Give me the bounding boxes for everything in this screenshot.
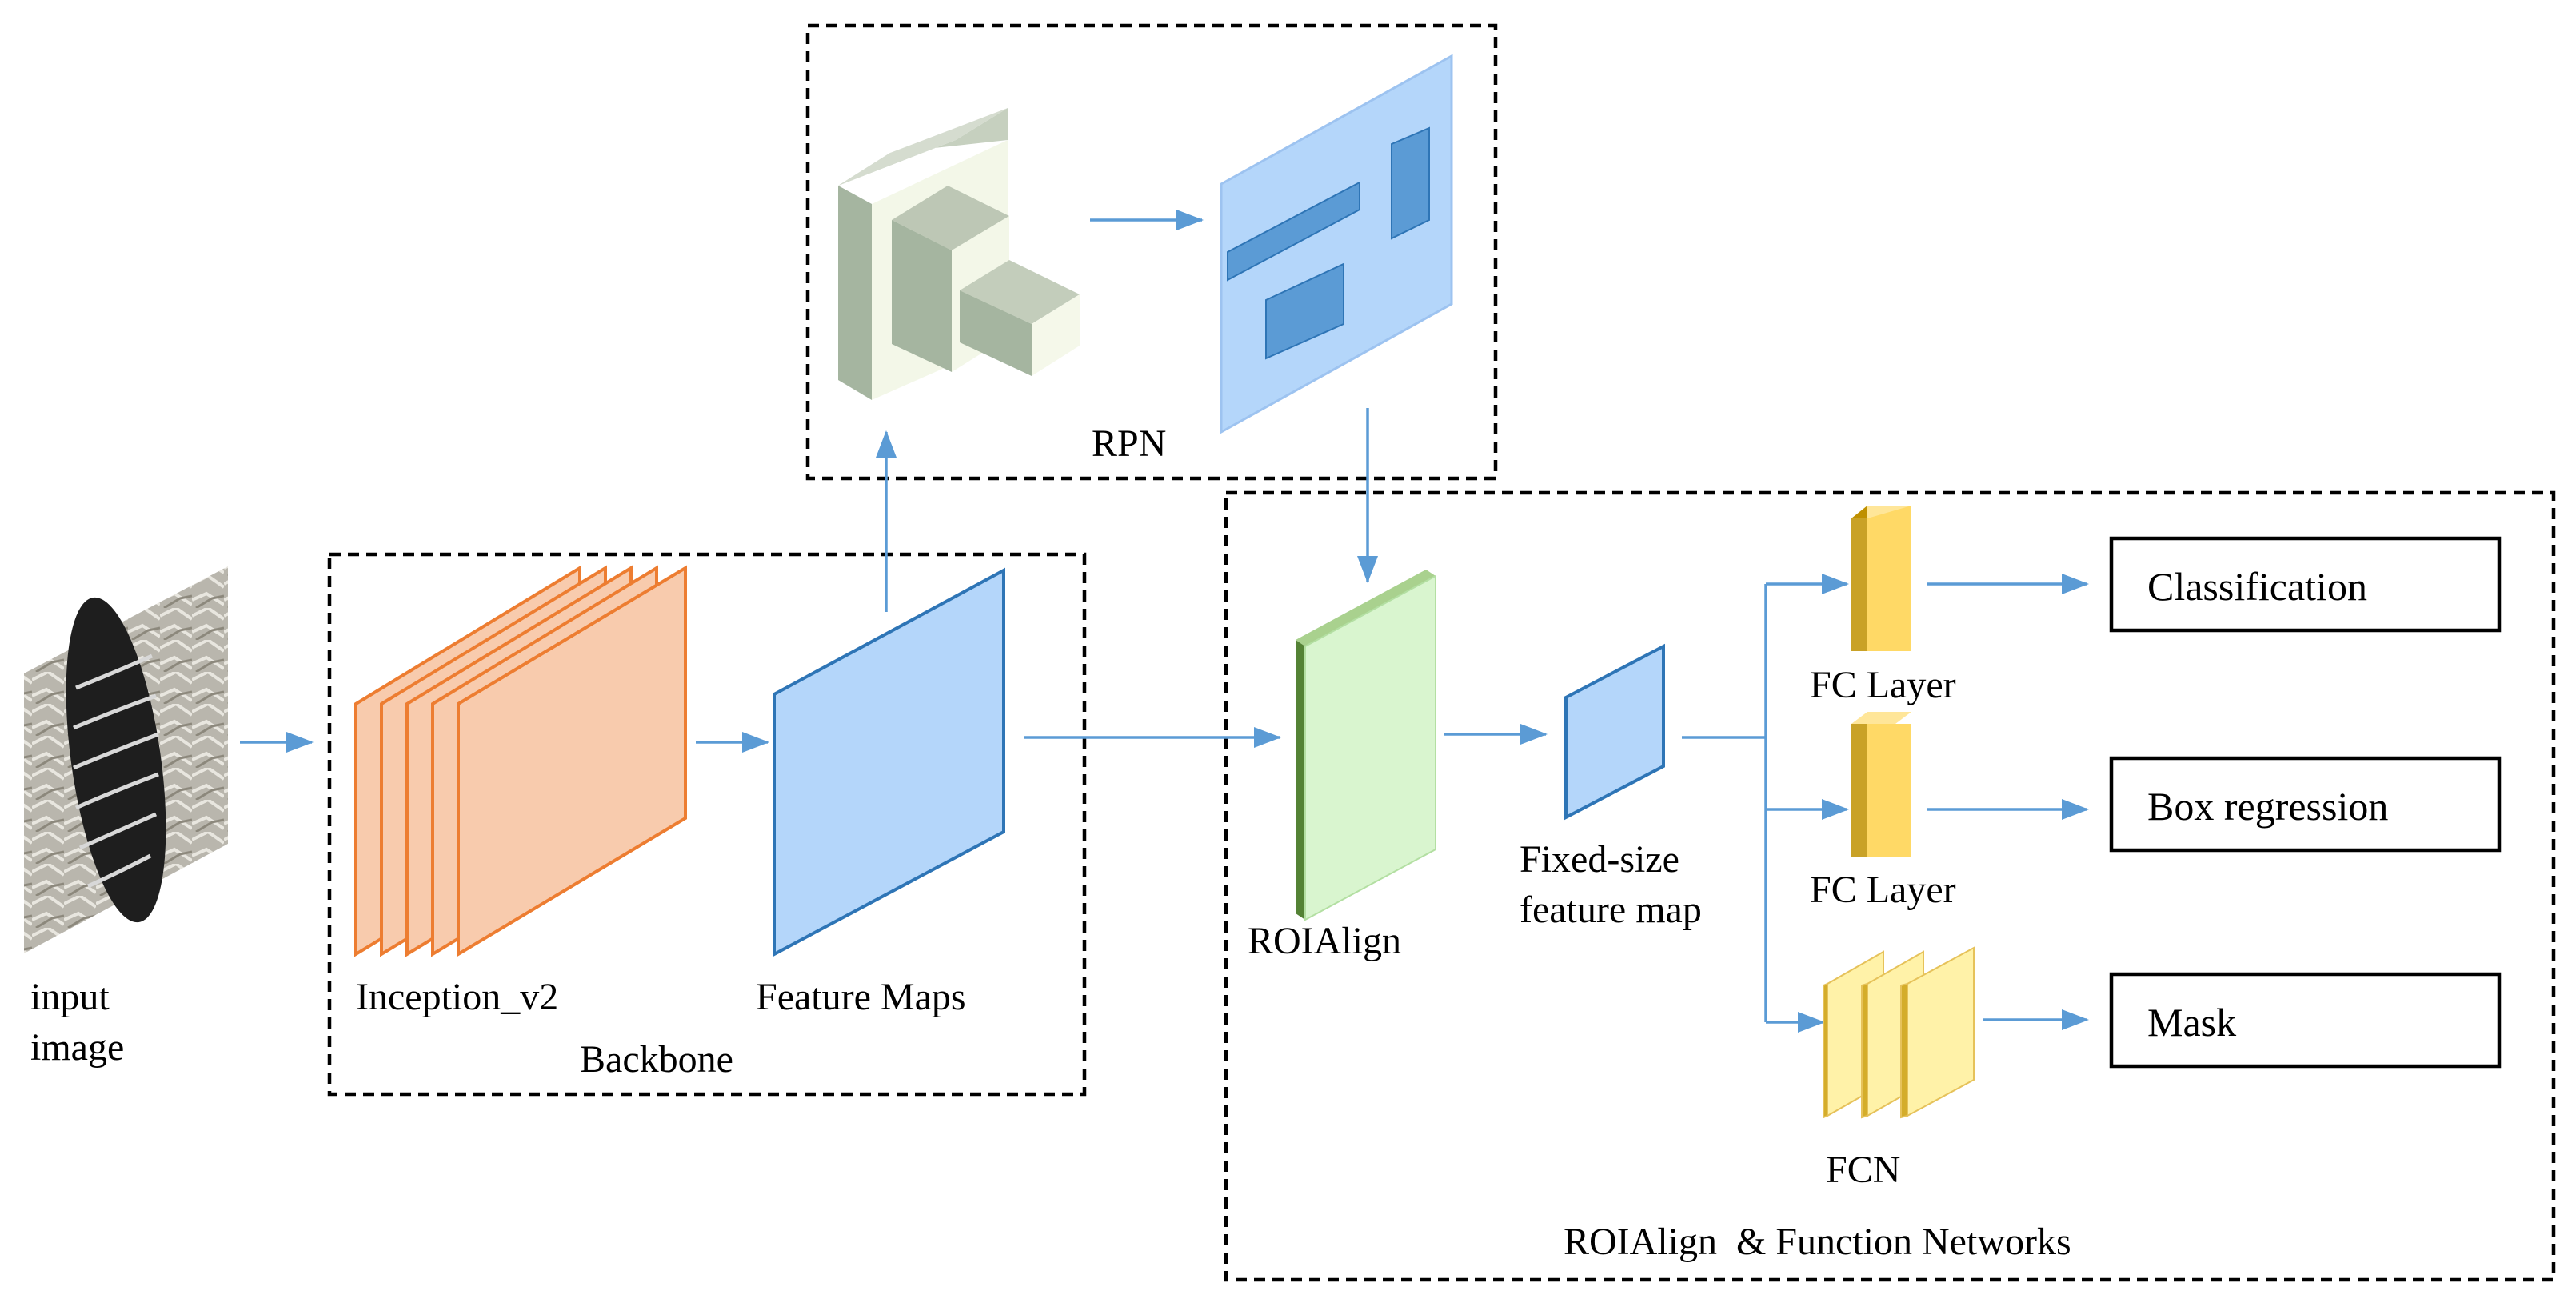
classification-label: Classification [2147,564,2367,609]
fcn-label: FCN [1826,1149,1900,1191]
classification-box [2109,536,2502,633]
mask-box [2109,972,2502,1069]
inception-label: Inception_v2 [356,976,558,1018]
fixed-size-feature-map [1564,643,1665,821]
box-regression-label: Box regression [2147,784,2388,829]
head-group-box [1224,490,2556,1282]
box-regression-box [2109,756,2502,853]
fc-layer-1-label: FC Layer [1810,664,1956,706]
inception-stack [354,565,687,957]
fc-layer-1-block [1851,506,1911,651]
fc-layer-2-label: FC Layer [1810,869,1956,911]
fcn-block [1823,946,1975,1119]
input-image [24,566,228,953]
fixed-label-line1: Fixed-size [1520,838,1679,881]
head-group-label: ROIAlign & Function Networks [1564,1221,2071,1263]
rpn-proposal-map [1220,54,1453,434]
fc-layer-2-block [1851,712,1911,857]
rpn-label: RPN [1092,422,1166,465]
rpn-conv-blocks [838,108,1080,400]
fixed-label-line2: feature map [1520,889,1702,931]
roialign-block [1296,570,1436,921]
backbone-label: Backbone [580,1038,733,1081]
feature-maps-label: Feature Maps [756,976,966,1018]
feature-maps-plane [773,567,1005,957]
input-label-line1: input [30,976,110,1018]
roialign-label: ROIAlign [1248,920,1401,962]
mask-label: Mask [2147,1000,2236,1045]
input-label-line2: image [30,1026,124,1069]
backbone-group-box [327,552,1087,1097]
branch-connector [1682,574,1849,1033]
